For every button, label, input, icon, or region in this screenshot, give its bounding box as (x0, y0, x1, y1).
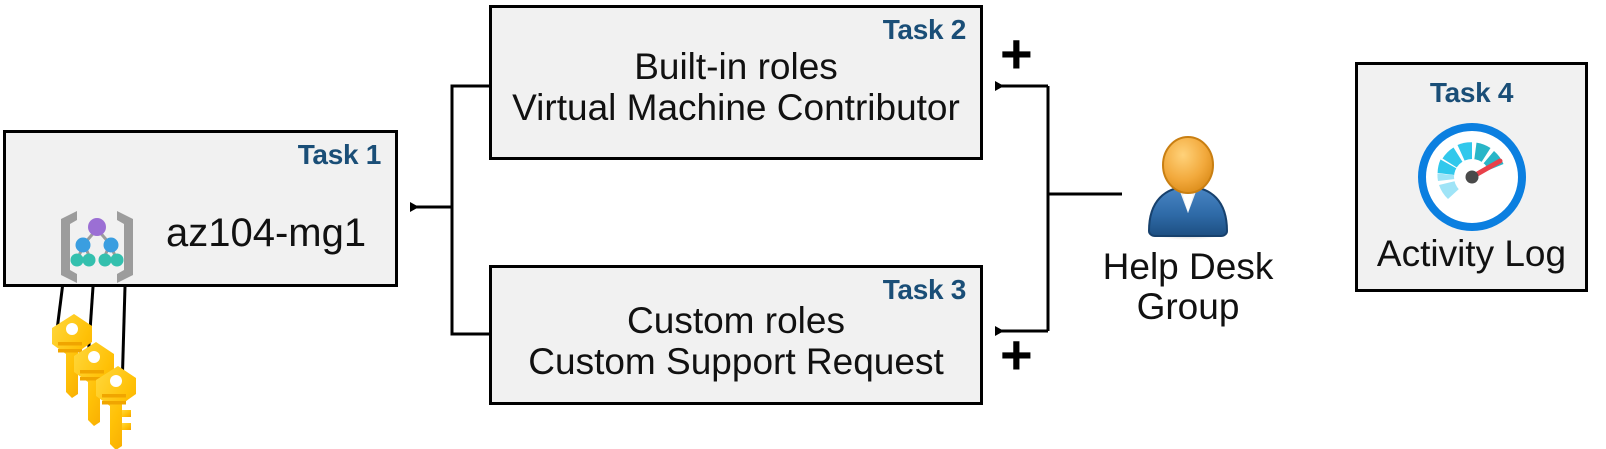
plus-operator-top: + (1000, 22, 1033, 85)
help-desk-group-label: Help Desk Group (1102, 246, 1274, 327)
keys-icon (52, 314, 136, 449)
task-2-text: Built-in roles Virtual Machine Contribut… (512, 46, 960, 129)
task-3-box[interactable]: Task 3 Custom roles Custom Support Reque… (489, 265, 983, 405)
task-1-box[interactable]: Task 1 az104-mg1 (3, 130, 398, 287)
task-4-box[interactable]: Task 4 Activity Log (1355, 62, 1588, 292)
management-group-icon (61, 211, 133, 283)
activity-log-gauge-icon (1417, 123, 1526, 231)
task-1-text: az104-mg1 (166, 211, 367, 255)
task-4-text: Activity Log (1376, 233, 1567, 274)
task-3-label: Task 3 (882, 274, 967, 305)
plus-operator-bottom: + (1000, 323, 1033, 386)
person-icon (1147, 136, 1229, 240)
task-4-label: Task 4 (1429, 77, 1514, 108)
task-1-label: Task 1 (297, 139, 382, 170)
task-3-text: Custom roles Custom Support Request (528, 300, 944, 383)
task-2-box[interactable]: Task 2 Built-in roles Virtual Machine Co… (489, 5, 983, 160)
task-2-label: Task 2 (882, 14, 967, 45)
help-desk-group[interactable]: Help Desk Group (1088, 133, 1288, 327)
